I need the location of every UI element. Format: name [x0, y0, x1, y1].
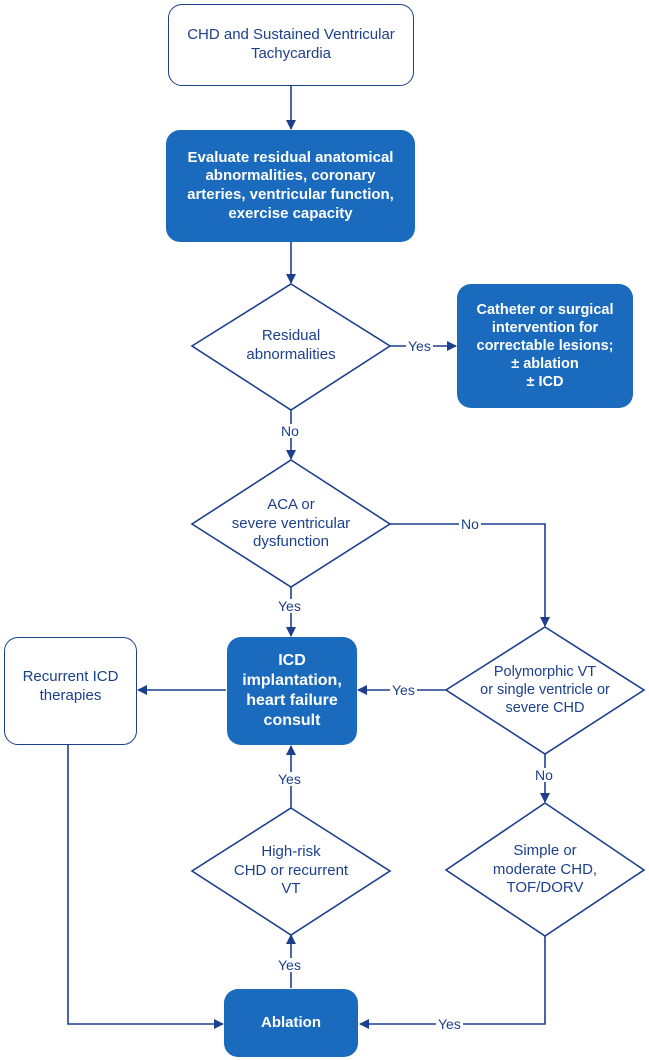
polymorphic-text: Polymorphic VT or single ventricle or se… [480, 663, 610, 717]
decision-polymorphic-diamond [444, 626, 646, 755]
catheter-box: Catheter or surgical intervention for co… [457, 284, 633, 408]
arrow-recurrent-to-ablation [67, 745, 224, 1029]
decision-residual-diamond [190, 283, 392, 411]
label-yes-residual: Yes [406, 338, 433, 354]
start-box: CHD and Sustained Ventricular Tachycardi… [168, 4, 414, 86]
simple-text: Simple or moderate CHD, TOF/DORV [492, 841, 598, 897]
start-text: CHD and Sustained Ventricular Tachycardi… [187, 26, 395, 62]
highrisk-text: High-risk CHD or recurrent VT [233, 842, 349, 898]
evaluate-box: Evaluate residual anatomical abnormaliti… [166, 130, 415, 242]
recurrent-text: Recurrent ICD therapies [22, 668, 119, 704]
arrow-aca-no [390, 523, 550, 627]
icd-text: ICD implantation, heart failure consult [242, 652, 342, 729]
arrow-simple-yes [359, 936, 546, 1029]
decision-aca-diamond [190, 459, 392, 588]
label-no-aca: No [459, 516, 481, 532]
ablation-box: Ablation [224, 989, 358, 1057]
label-yes-ablation: Yes [276, 957, 303, 973]
label-no-residual: No [279, 423, 301, 439]
label-yes-poly: Yes [390, 682, 417, 698]
label-no-poly: No [533, 767, 555, 783]
icd-box: ICD implantation, heart failure consult [227, 637, 357, 745]
label-yes-highrisk: Yes [276, 771, 303, 787]
recurrent-box: Recurrent ICD therapies [4, 637, 137, 745]
evaluate-text: Evaluate residual anatomical abnormaliti… [187, 148, 394, 222]
ablation-text: Ablation [261, 1013, 321, 1031]
label-yes-simple: Yes [436, 1016, 463, 1032]
catheter-text: Catheter or surgical intervention for co… [476, 301, 614, 391]
decision-simple-diamond [444, 802, 646, 937]
label-yes-aca: Yes [276, 598, 303, 614]
aca-text: ACA or severe ventricular dysfunction [231, 495, 351, 551]
residual-text: Residual abnormalities [246, 327, 336, 363]
decision-highrisk-diamond [190, 807, 392, 936]
